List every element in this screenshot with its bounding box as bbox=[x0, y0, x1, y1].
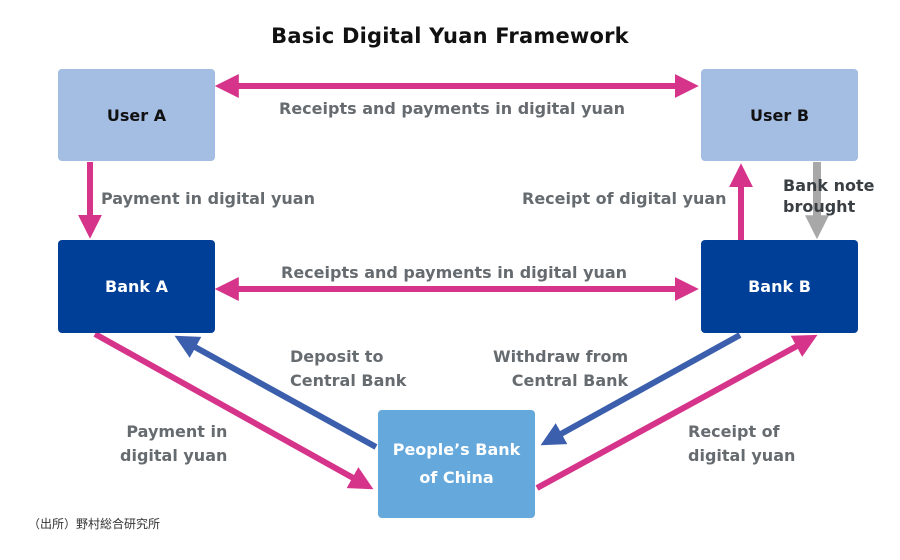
arrow-pboc-bankb-receipt bbox=[535, 334, 818, 491]
label-withdraw: Withdraw from Central Bank bbox=[493, 345, 628, 393]
node-user-b-label: User B bbox=[749, 105, 810, 125]
node-pboc-label-line2: of China bbox=[419, 468, 494, 487]
label-banknote-line1: Bank note bbox=[783, 176, 875, 195]
label-payment-pboc-line2: digital yuan bbox=[120, 446, 228, 465]
label-withdraw-line1: Withdraw from bbox=[493, 347, 629, 366]
label-receipt-pboc-line1: Receipt of bbox=[688, 422, 780, 441]
label-deposit: Deposit to Central Bank bbox=[290, 345, 406, 393]
node-bank-a-label: Bank A bbox=[105, 277, 168, 296]
label-withdraw-line2: Central Bank bbox=[511, 371, 629, 390]
node-pboc-label-line1: People’s Bank bbox=[392, 440, 521, 459]
label-usera-banka: Payment in digital yuan bbox=[101, 189, 315, 208]
node-bank-b-label: Bank B bbox=[748, 277, 811, 296]
arrow-pboc-banka-deposit bbox=[174, 335, 378, 450]
node-bank-b: Bank B bbox=[701, 240, 858, 333]
label-receipt-pboc: Receipt of digital yuan bbox=[688, 420, 795, 468]
label-usera-userb: Receipts and payments in digital yuan bbox=[279, 99, 626, 118]
arrow-bankb-pboc-withdraw bbox=[540, 332, 742, 446]
label-deposit-line1: Deposit to bbox=[290, 347, 384, 366]
label-receipt-pboc-line2: digital yuan bbox=[688, 446, 796, 465]
label-bankb-userb: Receipt of digital yuan bbox=[522, 189, 727, 208]
node-user-a: User A bbox=[58, 69, 215, 161]
label-payment-pboc-line1: Payment in bbox=[126, 422, 228, 441]
diagram-title: Basic Digital Yuan Framework bbox=[271, 24, 629, 48]
node-user-a-label: User A bbox=[106, 105, 167, 125]
node-bank-a: Bank A bbox=[58, 240, 215, 333]
label-deposit-line2: Central Bank bbox=[290, 371, 407, 390]
label-banknote-line2: brought bbox=[783, 197, 856, 216]
label-banknote: Bank note brought bbox=[783, 175, 874, 217]
label-banka-bankb: Receipts and payments in digital yuan bbox=[281, 263, 628, 282]
node-peoples-bank-of-china: People’s Bank of China bbox=[378, 410, 535, 518]
source-note: （出所）野村総合研究所 bbox=[28, 517, 161, 531]
label-payment-pboc: Payment in digital yuan bbox=[120, 420, 227, 468]
node-user-b: User B bbox=[701, 69, 858, 161]
arrow-banka-pboc-payment bbox=[93, 331, 374, 490]
